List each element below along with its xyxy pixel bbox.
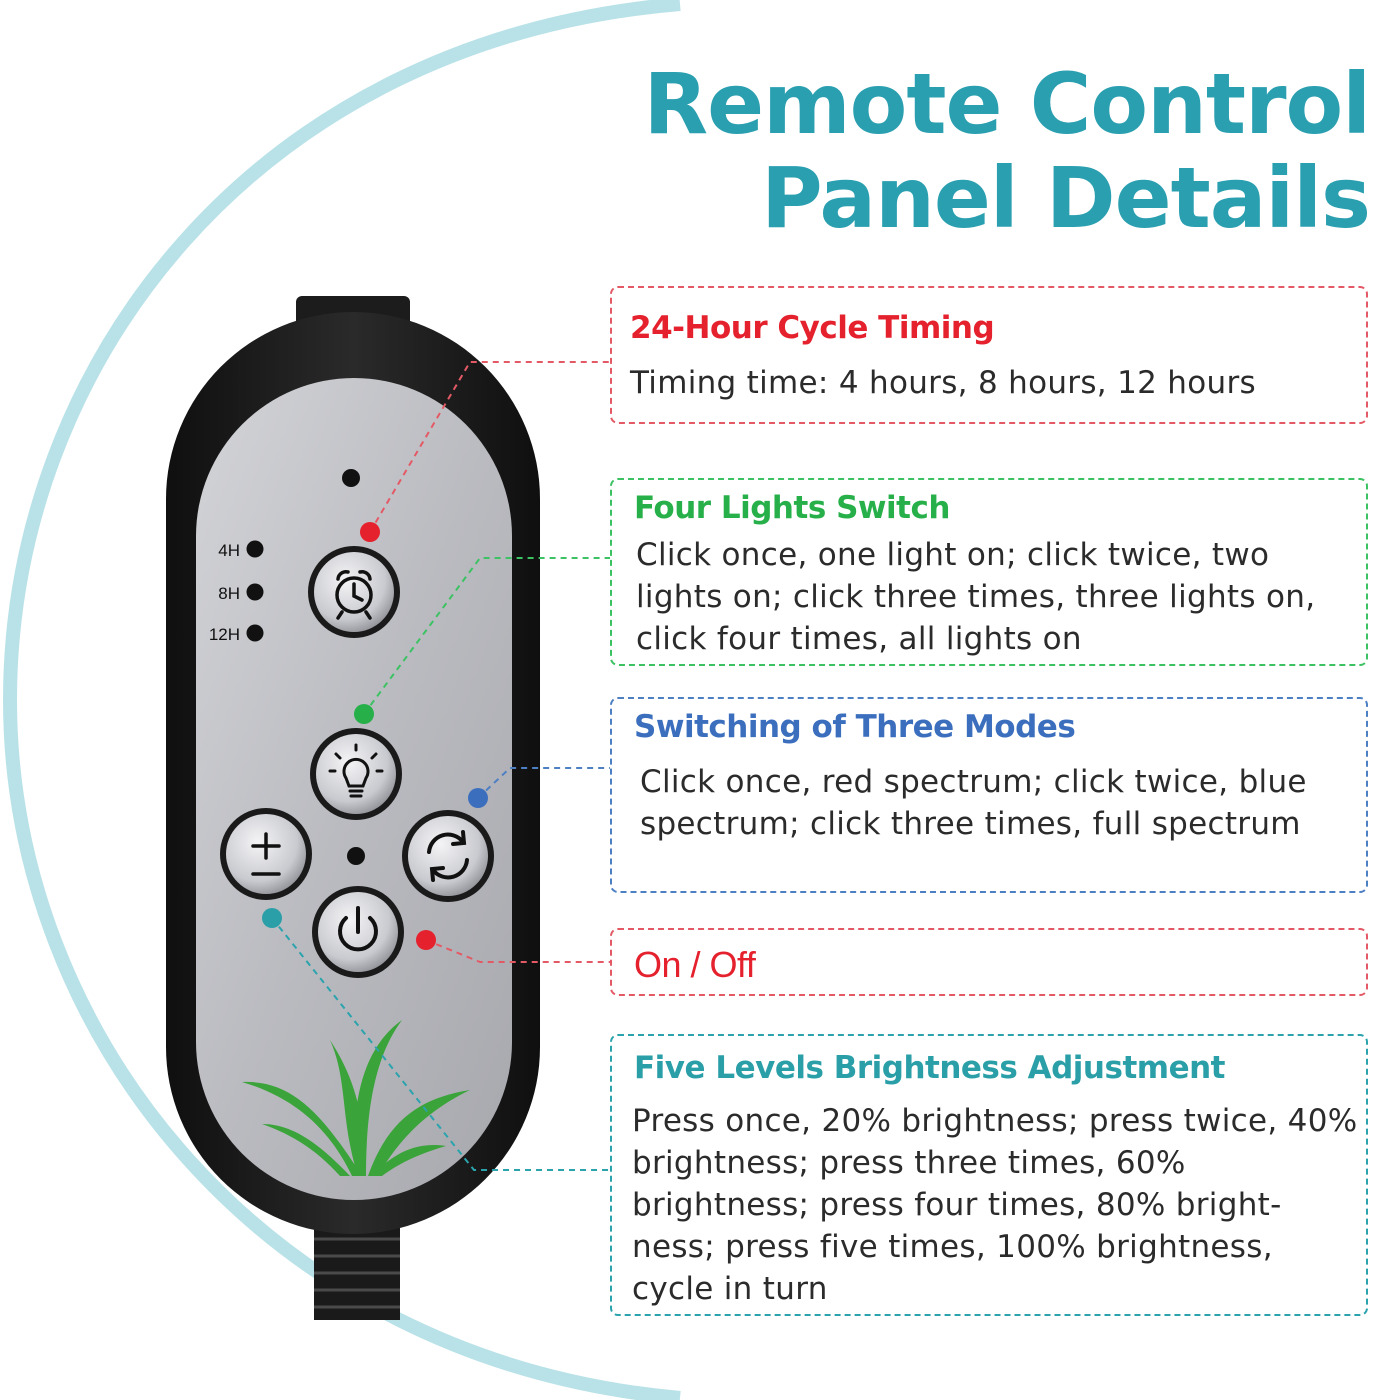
feature-power-heading: On / Off bbox=[634, 944, 756, 985]
feature-lights-card: Four Lights Switch Click once, one light… bbox=[610, 478, 1368, 666]
status-led bbox=[342, 469, 360, 487]
light-switch-button[interactable] bbox=[310, 728, 402, 820]
power-button[interactable] bbox=[312, 886, 404, 978]
light-bulb-icon bbox=[328, 743, 384, 798]
timer-button[interactable] bbox=[308, 546, 400, 638]
connector-power bbox=[425, 939, 610, 963]
timer-label-8h: 8H bbox=[218, 584, 240, 603]
feature-modes-heading: Switching of Three Modes bbox=[634, 709, 1076, 745]
connector-brightness bbox=[271, 917, 610, 1171]
power-icon bbox=[338, 906, 378, 952]
mode-button[interactable] bbox=[402, 810, 494, 902]
marker-timing bbox=[360, 522, 380, 542]
cycle-arrows-icon bbox=[427, 830, 469, 882]
timer-led-4h bbox=[246, 540, 264, 558]
feature-power-card: On / Off bbox=[610, 928, 1368, 996]
center-led bbox=[347, 847, 365, 865]
page-title-line-2: Panel Details bbox=[761, 149, 1371, 247]
feature-brightness-card: Five Levels Brightness Adjustment Press … bbox=[610, 1034, 1368, 1316]
feature-brightness-heading: Five Levels Brightness Adjustment bbox=[634, 1050, 1225, 1086]
feature-timing-heading: 24-Hour Cycle Timing bbox=[630, 310, 995, 346]
feature-modes-description: Click once, red spectrum; click twice, b… bbox=[640, 764, 1307, 842]
plus-minus-icon bbox=[251, 832, 281, 876]
timer-indicators: 4H 8H 12H bbox=[209, 540, 264, 644]
page-title-line-1: Remote Control bbox=[643, 55, 1371, 153]
feature-lights-heading: Four Lights Switch bbox=[634, 490, 950, 526]
feature-brightness-description: Press once, 20% brightness; press twice,… bbox=[632, 1103, 1358, 1307]
timer-led-12h bbox=[246, 624, 264, 642]
marker-power bbox=[416, 930, 436, 950]
timer-label-12h: 12H bbox=[209, 625, 240, 644]
alarm-clock-icon bbox=[335, 570, 373, 620]
connector-timing bbox=[369, 361, 610, 533]
timer-led-8h bbox=[246, 583, 264, 601]
callout-connectors bbox=[271, 361, 610, 1171]
connector-modes bbox=[477, 767, 610, 799]
feature-timing-description: Timing time: 4 hours, 8 hours, 12 hours bbox=[630, 365, 1256, 401]
feature-timing-card: 24-Hour Cycle Timing Timing time: 4 hour… bbox=[610, 286, 1368, 424]
brightness-button[interactable] bbox=[220, 808, 312, 900]
marker-modes bbox=[468, 788, 488, 808]
marker-brightness bbox=[262, 908, 282, 928]
feature-lights-description: Click once, one light on; click twice, t… bbox=[636, 537, 1316, 657]
timer-label-4h: 4H bbox=[218, 541, 240, 560]
feature-modes-card: Switching of Three Modes Click once, red… bbox=[610, 697, 1368, 893]
plant-leaves bbox=[242, 1020, 470, 1176]
marker-lights bbox=[354, 704, 374, 724]
